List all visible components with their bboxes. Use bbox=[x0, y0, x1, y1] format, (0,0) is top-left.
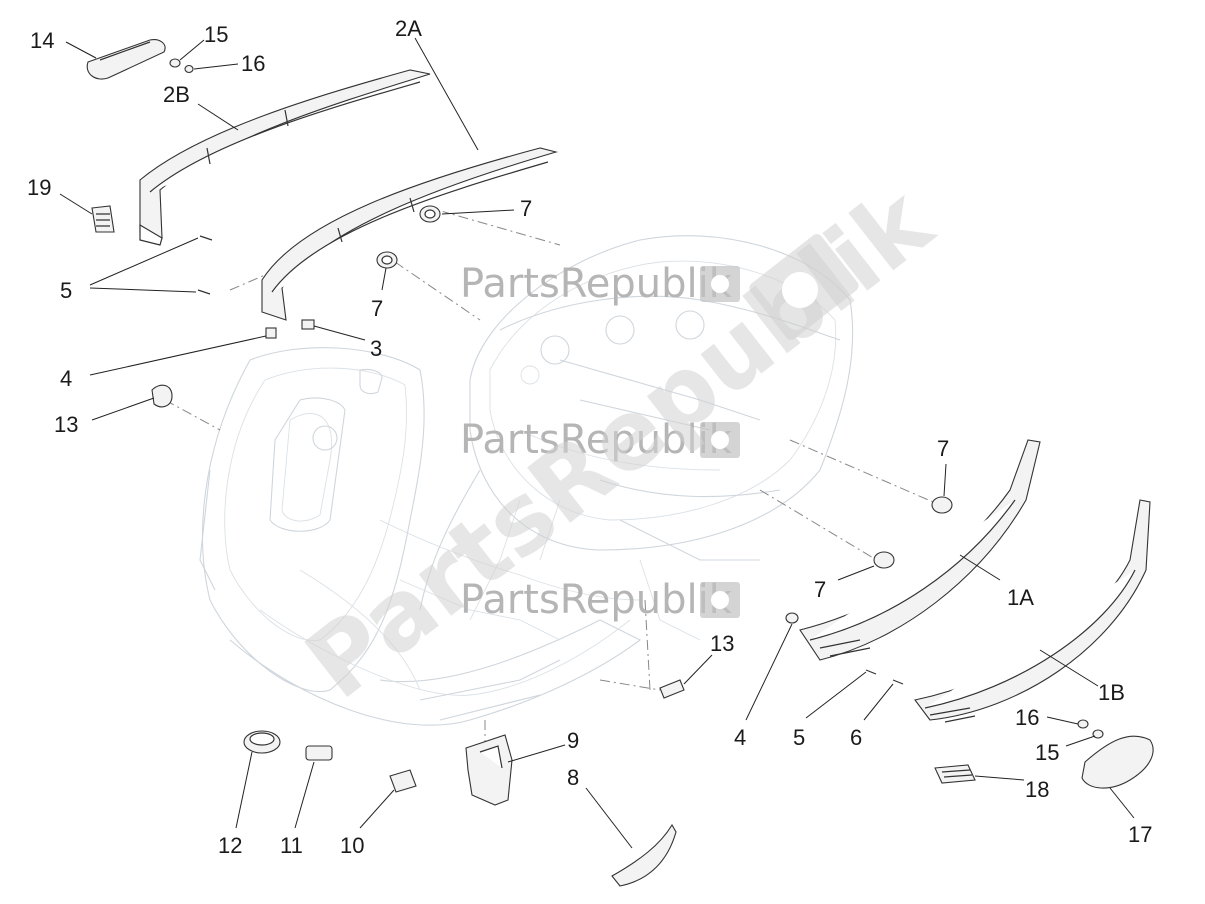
part-2A-trim bbox=[261, 147, 559, 321]
callout-15: 15 bbox=[1035, 740, 1059, 765]
part-16-nut-top bbox=[184, 64, 194, 74]
callout-7: 7 bbox=[937, 436, 949, 461]
leader-lines bbox=[59, 37, 1135, 849]
part-9-bracket bbox=[465, 734, 513, 806]
part-16-nut-bottom bbox=[1077, 719, 1089, 729]
callout-13: 13 bbox=[710, 631, 734, 656]
part-13-cap-right bbox=[659, 679, 685, 699]
callout-6: 6 bbox=[850, 725, 862, 750]
callout-15: 15 bbox=[204, 22, 228, 47]
callout-1A: 1A bbox=[1007, 585, 1034, 610]
part-1B-trim bbox=[914, 499, 1151, 723]
part-7-grommet-b bbox=[376, 251, 398, 269]
callout-16: 16 bbox=[1015, 705, 1039, 730]
callout-3: 3 bbox=[370, 336, 382, 361]
part-18-clip bbox=[934, 764, 976, 784]
part-6-screw bbox=[892, 679, 904, 685]
part-7-grommet-a bbox=[419, 205, 441, 223]
callout-12: 12 bbox=[218, 833, 242, 858]
part-8-cover bbox=[611, 823, 677, 887]
callout-7: 7 bbox=[520, 196, 532, 221]
callout-4: 4 bbox=[60, 366, 72, 391]
part-5-screws-top bbox=[197, 235, 213, 295]
gear-flag-icon bbox=[700, 266, 740, 618]
part-13-cap-left bbox=[151, 384, 173, 408]
callout-9: 9 bbox=[567, 728, 579, 753]
callout-2A: 2A bbox=[395, 16, 422, 41]
part-14-cover bbox=[86, 39, 166, 80]
part-5-screw-bottom bbox=[865, 669, 877, 675]
part-17-cover bbox=[1081, 735, 1154, 789]
scooter-body-outline bbox=[199, 235, 854, 726]
callout-7: 7 bbox=[814, 577, 826, 602]
part-15-washer-bottom bbox=[1092, 729, 1104, 739]
watermark-text-1: PartsRepublik bbox=[460, 261, 733, 307]
part-12-grommet bbox=[243, 730, 281, 754]
part-4-nut-bottom bbox=[785, 612, 799, 624]
callout-18: 18 bbox=[1025, 777, 1049, 802]
callout-2B: 2B bbox=[163, 82, 190, 107]
watermark-text-2: PartsRepublik bbox=[460, 417, 733, 463]
callout-17: 17 bbox=[1128, 822, 1152, 847]
callout-11: 11 bbox=[280, 833, 303, 858]
callout-8: 8 bbox=[567, 765, 579, 790]
callout-5: 5 bbox=[793, 725, 805, 750]
callout-16: 16 bbox=[241, 51, 265, 76]
part-2B-trim bbox=[139, 69, 431, 246]
part-7-grommet-d bbox=[873, 551, 895, 569]
callout-13: 13 bbox=[54, 412, 78, 437]
part-15-washer-top bbox=[169, 58, 181, 68]
callout-19: 19 bbox=[27, 175, 51, 200]
part-3-clip bbox=[301, 319, 315, 330]
part-1A-trim bbox=[799, 439, 1041, 661]
part-4-nut-top bbox=[265, 327, 277, 339]
callout-10: 10 bbox=[340, 833, 364, 858]
part-11-pad bbox=[305, 745, 333, 761]
part-19-clip bbox=[91, 205, 115, 233]
callout-5: 5 bbox=[60, 278, 72, 303]
part-10-plug bbox=[389, 769, 417, 793]
callout-labels: 14 15 16 2B 2A 19 7 5 7 3 4 13 7 7 1A 13… bbox=[27, 16, 1152, 858]
callout-14: 14 bbox=[30, 28, 54, 53]
callout-1B: 1B bbox=[1098, 680, 1125, 705]
gear-flag-icon-large bbox=[749, 234, 859, 340]
callout-4: 4 bbox=[734, 725, 746, 750]
callout-7: 7 bbox=[371, 296, 383, 321]
part-7-grommet-c bbox=[931, 496, 953, 514]
watermark-text-3: PartsRepublik bbox=[460, 577, 733, 623]
